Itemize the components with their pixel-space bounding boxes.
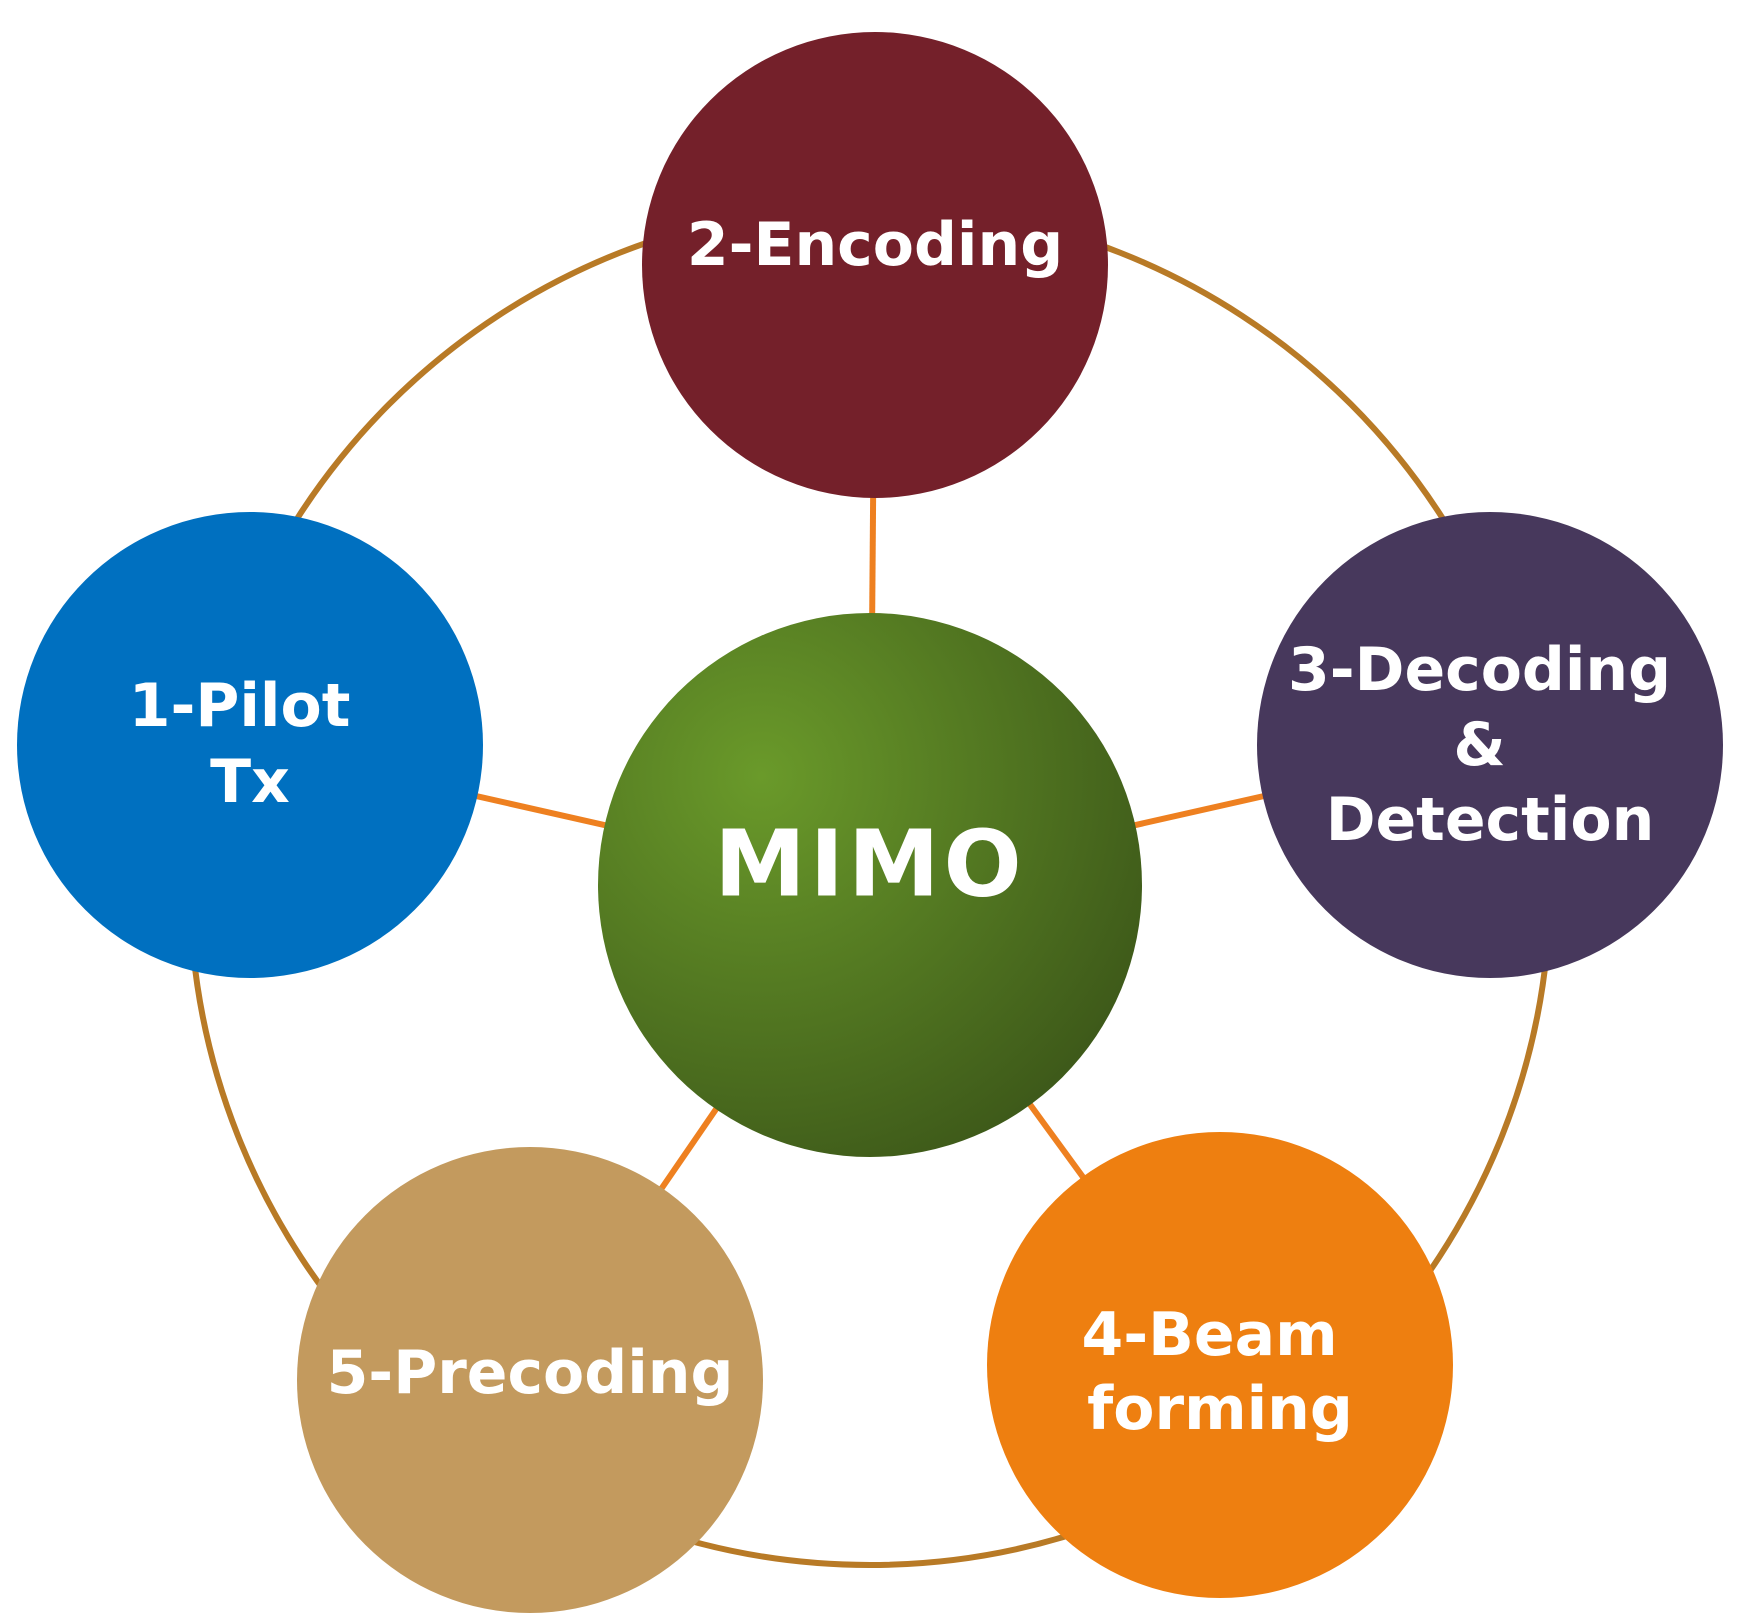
node-1-pilot-tx: 1-Pilot Tx <box>17 512 483 978</box>
node-4-label-line-2: forming <box>1087 1374 1353 1444</box>
node-3-label: 3-Decoding & Detection <box>1288 635 1692 855</box>
node-3-decoding-detection: 3-Decoding & Detection <box>1257 512 1723 978</box>
node-4-circle <box>987 1132 1453 1598</box>
node-5-circle <box>297 1147 763 1613</box>
node-5-label: 5-Precoding <box>327 1338 734 1408</box>
node-2-circle <box>642 32 1108 498</box>
hub-circle <box>598 613 1142 1157</box>
node-4-label-line-1: 4-Beam <box>1082 1300 1338 1370</box>
hub-label: MIMO <box>714 810 1026 917</box>
node-5-precoding: 5-Precoding <box>297 1147 763 1613</box>
node-5-label-line-1: 5-Precoding <box>327 1338 734 1408</box>
node-3-label-line-3: Detection <box>1326 785 1655 855</box>
node-3-label-line-2: & <box>1453 710 1505 780</box>
node-4-beamforming: 4-Beam forming <box>987 1132 1453 1598</box>
node-3-label-line-1: 3-Decoding <box>1288 635 1671 705</box>
node-2-encoding: 2-Encoding <box>642 32 1108 498</box>
node-1-label: 1-Pilot Tx <box>129 671 372 817</box>
node-4-label: 4-Beam forming <box>1082 1300 1359 1444</box>
node-1-label-line-2: Tx <box>210 747 290 817</box>
node-1-label-line-1: 1-Pilot <box>129 671 351 741</box>
node-2-label: 2-Encoding <box>687 210 1063 280</box>
hub: MIMO <box>598 613 1142 1157</box>
node-2-label-line-1: 2-Encoding <box>687 210 1063 280</box>
node-3-circle <box>1257 512 1723 978</box>
node-1-circle <box>17 512 483 978</box>
